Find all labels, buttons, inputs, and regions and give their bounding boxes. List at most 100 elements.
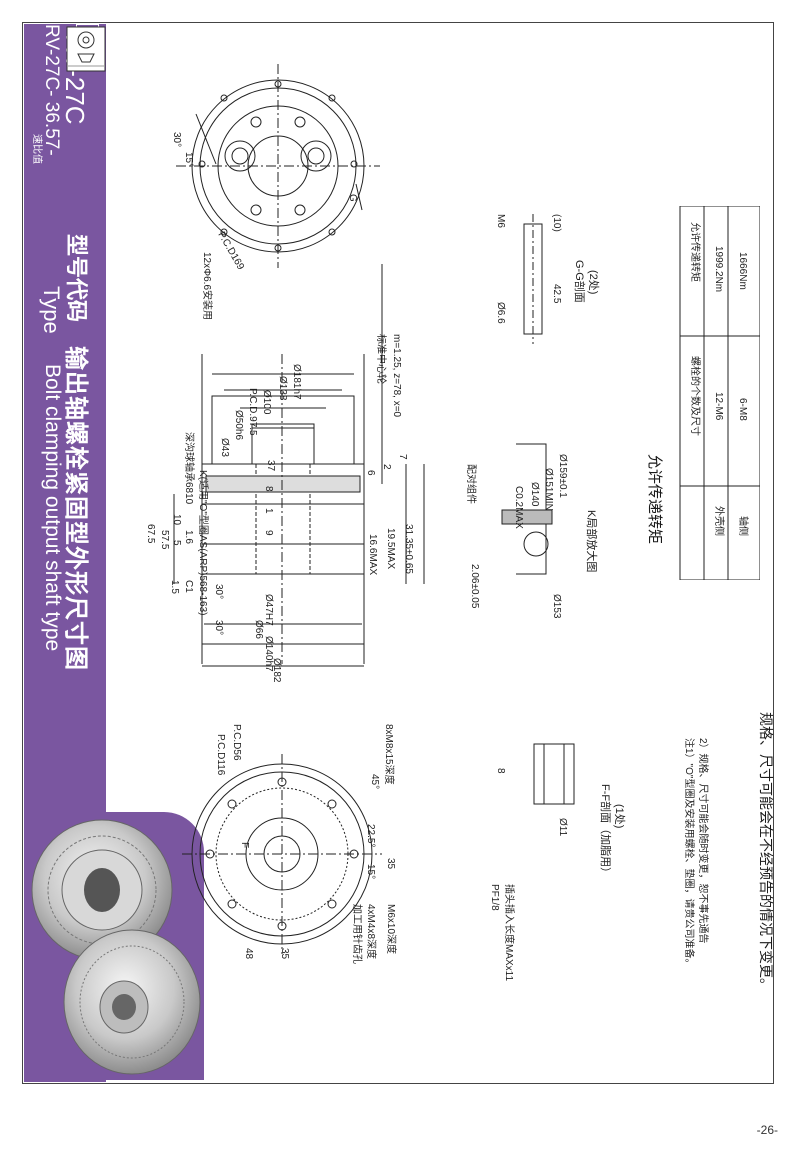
dim-8: 8 xyxy=(263,486,274,492)
dim-d138: Ø138 xyxy=(277,376,288,401)
ff-count: (1处) xyxy=(613,804,626,828)
ff-pf-note: 插头插入长度MAXx11 xyxy=(503,884,516,981)
dim-1-5: 1.5 xyxy=(169,580,180,594)
notes: 注1）"O"型圈及安装用螺栓、垫圈，请贵公司准备。 2）规格、尺寸可能会随时变更… xyxy=(683,738,710,968)
top-view xyxy=(176,64,380,268)
gg-d66: Ø6.6 xyxy=(495,302,506,324)
dim-5: 5 xyxy=(171,540,182,546)
page-number: -26- xyxy=(756,1123,778,1137)
dim-57-5: 57.5 xyxy=(159,530,170,550)
dim-1-6: 1.6 xyxy=(183,530,194,544)
b-pcd56: P.C.D56 xyxy=(231,724,242,761)
k-labels: 配对组件 Ø159±0.1 Ø151MIN Ø140 C0.2MAX Ø153 … xyxy=(465,454,599,619)
ff-d11: Ø11 xyxy=(557,818,568,837)
title-en: Bolt clamping output shaft type xyxy=(41,364,64,652)
angle-30-label: 30° xyxy=(171,132,182,147)
torque-row1-value: 1999.2Nm xyxy=(713,246,724,292)
dim-d140: Ø140h7 xyxy=(263,636,274,672)
k-d140: Ø140 xyxy=(529,482,540,507)
type-label-cn: 型号代码 xyxy=(64,234,89,323)
ff-section xyxy=(533,743,575,805)
b-pin: 加工用针齿孔 xyxy=(351,904,364,964)
torque-row1-bolts: 12-M6 xyxy=(713,392,724,421)
b-holes4: 4xM4x8深度 xyxy=(365,904,378,959)
dim-16-6: 16.6MAX xyxy=(367,534,378,575)
gg-section xyxy=(523,214,543,344)
title-cn: 输出轴螺栓紧固型外形尺寸图 xyxy=(62,346,89,671)
k-detail xyxy=(501,443,553,575)
k-d159: Ø159±0.1 xyxy=(557,454,568,498)
k-d206: 2.06±0.05 xyxy=(469,564,480,609)
dim-d181: Ø181h7 xyxy=(291,364,302,400)
note-1: 注1）"O"型圈及安装用螺栓、垫圈，请贵公司准备。 xyxy=(683,738,696,968)
bearing-note: 深沟球轴承6810 xyxy=(183,432,196,505)
torque-col-torque: 允许传递转矩 xyxy=(689,222,702,282)
dim-7: 7 xyxy=(397,454,408,460)
ff-d8: 8 xyxy=(495,768,506,774)
b-d15: 15° xyxy=(365,864,376,879)
b-d48: 48 xyxy=(243,948,254,960)
g-mark-a: G xyxy=(347,194,358,202)
dim-37: 37 xyxy=(265,460,276,472)
dim-1: 1 xyxy=(263,508,274,514)
holes-label: 12xΦ6.6安装用 xyxy=(201,252,214,320)
dim-31-35: 31.35±0.65 xyxy=(403,524,414,574)
torque-row2-bolts: 6-M8 xyxy=(737,398,748,421)
gg-label: G-G剖面 xyxy=(573,260,587,303)
dim-c1: C1 xyxy=(183,580,194,593)
k-d151: Ø151MIN xyxy=(543,468,554,511)
gg-labels: M6 (10) Ø6.6 42.5 G-G剖面 (2处) xyxy=(495,214,600,324)
b-d225: 22.5° xyxy=(365,824,376,847)
gear-note: 标准中心轮 xyxy=(375,334,388,384)
type-label-en: Type xyxy=(39,286,64,334)
ff-labels: 8 Ø11 F-F剖面（加脂用） (1处) PF1/8 插头插入长度MAXx11 xyxy=(489,768,626,981)
o-ring-note: K(适用"O"型圈AS(ARP)568-163) xyxy=(197,470,210,615)
note-2: 2）规格、尺寸可能会随时变更，恕不事先通告 xyxy=(697,738,710,944)
k-mating: 配对组件 xyxy=(465,464,478,504)
gear-spec: m=1.25, z=78, x=0 xyxy=(391,334,402,418)
angle-30a: 30° xyxy=(213,584,224,599)
dim-10: 10 xyxy=(171,514,182,526)
k-c02: C0.2MAX xyxy=(513,486,524,529)
product-photo xyxy=(24,812,204,1080)
torque-row2-side: 轴侧 xyxy=(737,516,750,536)
ff-pf: PF1/8 xyxy=(489,884,500,911)
side-view-labels: Ø181h7 Ø138 Ø100 P.C.D.97.5 Ø50h6 Ø43 37… xyxy=(145,334,414,683)
dim-d66: Ø66 xyxy=(253,620,264,639)
angle-30b: 30° xyxy=(213,620,224,635)
dim-67-5: 67.5 xyxy=(145,524,156,544)
dim-d50: Ø50h6 xyxy=(233,410,244,440)
torque-row2-value: 1666Nm xyxy=(737,252,748,290)
b-holes8: 8xM8x15深度 xyxy=(383,724,396,785)
dim-6: 6 xyxy=(365,470,376,476)
pcd169-label: P.C.D169 xyxy=(215,230,246,272)
disclaimer: 规格、尺寸可能会在不经预告的情况下变更。 xyxy=(758,712,774,992)
b-f-mark: F xyxy=(239,842,250,848)
ff-label: F-F剖面（加脂用） xyxy=(599,784,613,878)
gg-d425: 42.5 xyxy=(551,284,562,304)
dim-2: 2 xyxy=(381,464,392,470)
dim-9: 9 xyxy=(263,530,274,536)
dim-d47: Ø47H7 xyxy=(263,594,274,626)
k-label: K局部放大图 xyxy=(585,510,599,572)
type-code: RV-27C- 36.57- xyxy=(41,24,62,156)
k-d153: Ø153 xyxy=(551,594,562,619)
b-d35b: 35 xyxy=(279,948,290,960)
gg-m6: M6 xyxy=(495,214,506,228)
dim-d182: Ø182 xyxy=(271,658,282,683)
torque-col-bolts: 螺栓的个数及尺寸 xyxy=(689,356,702,436)
b-angle45: 45° xyxy=(369,774,380,789)
dim-19-5: 19.5MAX xyxy=(385,528,396,569)
b-pcd116: P.C.D116 xyxy=(215,734,226,776)
torque-row1-side: 外壳侧 xyxy=(713,506,726,536)
gg-d10: (10) xyxy=(551,214,562,232)
dim-pcd975: P.C.D.97.5 xyxy=(247,388,258,436)
projection-icon xyxy=(66,26,106,72)
technical-drawing: 12xΦ6.6安装用 P.C.D169 30° 15° G Ø181h7 Ø13… xyxy=(145,64,710,981)
bottom-view xyxy=(182,754,382,954)
torque-title: 允许传递转矩 xyxy=(646,454,663,545)
dim-d43: Ø43 xyxy=(219,438,230,457)
bottom-labels: P.C.D116 P.C.D56 8xM8x15深度 45° 22.5° 15°… xyxy=(215,724,398,964)
b-holes6: M6x10深度 xyxy=(385,904,398,954)
side-view xyxy=(173,264,425,667)
